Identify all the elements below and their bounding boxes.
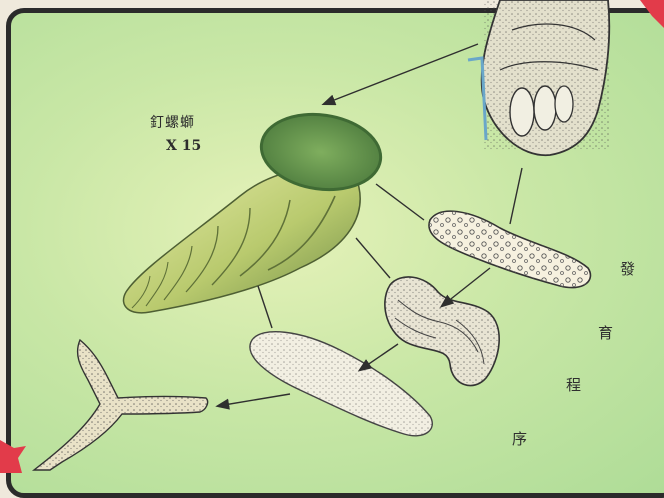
adult-fluke-drawing — [468, 0, 610, 155]
larva-stage-two — [385, 277, 499, 386]
snail-shell — [123, 107, 385, 313]
magnification-label: X 15 — [166, 138, 201, 154]
cercaria-drawing — [34, 340, 208, 470]
larva-stage-three — [250, 332, 432, 436]
specimen-name: 釘螺螄 — [150, 112, 195, 132]
snail-lifecycle-illustration — [0, 0, 664, 473]
